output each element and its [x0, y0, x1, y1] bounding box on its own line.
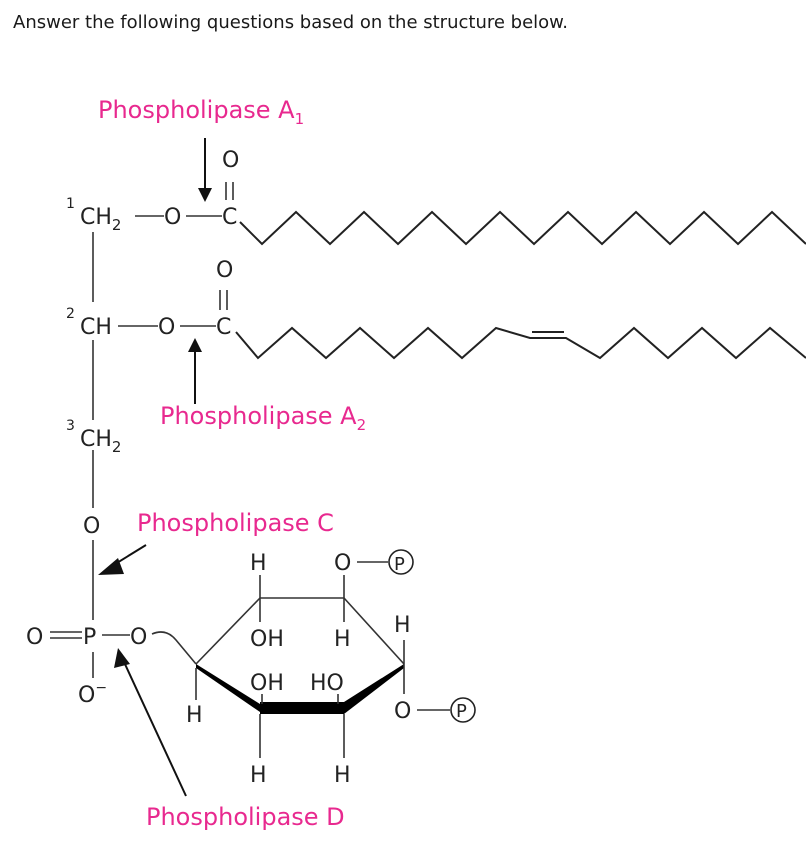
fatty-acid-chain-2	[235, 326, 806, 360]
fatty-acid-chain-1	[239, 210, 806, 246]
ring-bond-3	[343, 597, 405, 665]
arrow-phospholipase-c-head	[98, 558, 124, 575]
label-phospholipase-c: Phospholipase C	[137, 509, 334, 537]
carbonyl-carbon-1: C	[222, 205, 237, 230]
ring-h-top-left: H	[250, 551, 267, 576]
ring-h-bottom-left: H	[250, 763, 267, 788]
arrow-phospholipase-a2-head	[188, 338, 202, 352]
phosphate-circle-right	[450, 697, 476, 723]
carbonyl-carbon-2: C	[216, 315, 231, 340]
question-text: Answer the following questions based on …	[13, 12, 568, 33]
ring-h-inner: H	[334, 627, 351, 652]
arrow-phospholipase-d-head	[114, 648, 130, 668]
c1-ch2: CH2	[80, 205, 121, 234]
ring-h-left: H	[186, 703, 203, 728]
phosphate-circle-top	[388, 549, 414, 575]
phosphate-label-right: P	[456, 701, 467, 722]
ring-oh-bottom: OH	[250, 671, 284, 696]
carbon-3-number: 3	[66, 418, 75, 434]
ring-ho-bottom: HO	[310, 671, 344, 696]
c3-ch2: CH2	[80, 427, 121, 456]
ester-oxygen-1: O	[164, 205, 181, 230]
phosphate-inositol-oxygen: O	[130, 625, 147, 650]
phosphoryl-oxygen: O	[26, 625, 43, 650]
carbon-2-number: 2	[66, 306, 75, 322]
arrow-phospholipase-d-line	[123, 661, 187, 797]
ring-h-right: H	[394, 613, 411, 638]
carbonyl-oxygen-1: O	[222, 148, 239, 173]
c2-ch: CH	[80, 315, 112, 340]
glycerol-phosphate-oxygen: O	[83, 514, 100, 539]
ring-h-bottom-right: H	[334, 763, 351, 788]
phosphate-label-top: P	[394, 554, 405, 575]
ring-oh-top: OH	[250, 627, 284, 652]
label-phospholipase-d: Phospholipase D	[146, 803, 345, 831]
ester-oxygen-2: O	[158, 315, 175, 340]
arrow-phospholipase-a1-head	[198, 188, 212, 202]
carbon-1-number: 1	[66, 196, 75, 212]
label-phospholipase-a2: Phospholipase A2	[160, 402, 366, 434]
phosphorus: P	[83, 625, 96, 650]
phosphate-anion-oxygen: O−	[78, 680, 107, 708]
bond-o-ring	[151, 631, 197, 665]
ring-bond-1	[195, 597, 261, 665]
ring-wedge-left	[196, 664, 260, 712]
ring-o-right: O	[394, 699, 411, 724]
carbonyl-oxygen-2: O	[216, 258, 233, 283]
ring-o-top-right: O	[334, 551, 351, 576]
ring-wedge-right	[344, 664, 404, 714]
label-phospholipase-a1: Phospholipase A1	[98, 96, 304, 128]
ring-bold-bottom	[260, 702, 344, 714]
